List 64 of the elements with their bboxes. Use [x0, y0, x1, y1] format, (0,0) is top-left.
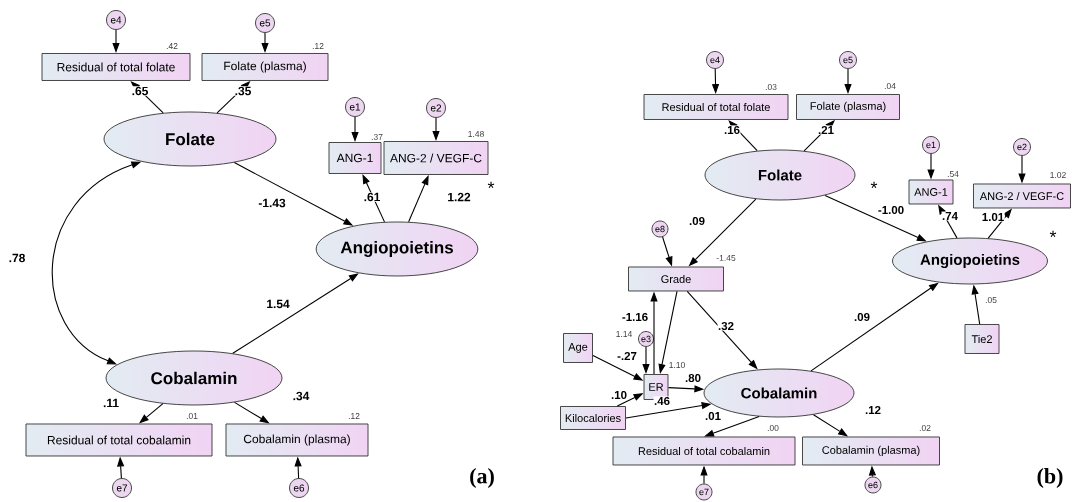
- path-coefficient: -1.00: [877, 205, 905, 215]
- path-coefficient: 1.54: [265, 299, 291, 309]
- estimate-value: -1.45: [716, 255, 736, 261]
- path-coefficient: .61: [363, 192, 381, 202]
- variable-box: ANG-2 / VEGF-C: [973, 183, 1071, 209]
- estimate-value: .37: [371, 134, 383, 140]
- path-coefficient: 1.22: [446, 192, 472, 202]
- estimate-value: 1.14: [616, 331, 633, 337]
- path-coefficient: -1.43: [257, 198, 287, 208]
- estimate-value: .05: [985, 297, 997, 303]
- arrow: [362, 174, 386, 223]
- variable-box: Residual of total folate: [643, 94, 789, 120]
- variable-box: Cobalamin (plasma): [225, 423, 369, 457]
- variable-box: ANG-2 / VEGF-C: [383, 141, 489, 175]
- path-coefficient: .46: [653, 396, 671, 406]
- variable-box: ANG-1: [908, 179, 954, 205]
- variable-box: Residual of total cobalamin: [612, 436, 796, 466]
- estimate-value: .42: [166, 43, 178, 49]
- panel-label: (a): [470, 468, 494, 488]
- arrow: [810, 282, 939, 372]
- path-coefficient: .35: [234, 86, 252, 96]
- path-coefficient: .16: [723, 125, 741, 135]
- variable-box: Folate (plasma): [201, 53, 329, 81]
- path-coefficient: .78: [8, 253, 26, 263]
- variable-box: Residual of total cobalamin: [25, 423, 213, 457]
- significance-asterisk: *: [1049, 230, 1057, 238]
- estimate-value: 1.48: [468, 131, 484, 137]
- panel-label: (b): [1037, 468, 1063, 488]
- path-coefficient: .65: [131, 86, 149, 96]
- path-coefficient: -1.16: [621, 312, 649, 322]
- variable-box: Cobalamin (plasma): [802, 436, 940, 466]
- path-coefficient: .11: [102, 398, 120, 408]
- estimate-value: .03: [765, 84, 777, 90]
- path-coefficient: .74: [941, 211, 959, 221]
- variable-box: Grade: [628, 266, 724, 292]
- path-coefficient: 1.01: [981, 212, 1005, 222]
- estimate-value: .12: [348, 413, 360, 419]
- path-coefficient: -.27: [616, 351, 638, 361]
- estimate-value: .12: [312, 43, 324, 49]
- path-coefficient: .34: [292, 391, 310, 401]
- variable-box: Residual of total folate: [41, 53, 191, 81]
- estimate-value: .00: [767, 425, 779, 431]
- variable-box: ANG-1: [328, 142, 382, 174]
- variable-box: Folate (plasma): [796, 94, 900, 120]
- estimate-value: .04: [884, 83, 896, 89]
- path-coefficient: .12: [864, 405, 882, 415]
- variable-box: Age: [563, 333, 593, 363]
- path-coefficient: .80: [684, 373, 702, 383]
- estimate-value: 1.02: [1050, 172, 1066, 178]
- path-coefficient: .21: [817, 125, 835, 135]
- estimate-value: .01: [186, 413, 198, 419]
- path-coefficient: .01: [704, 411, 722, 421]
- variable-box: Tie2: [964, 324, 1000, 354]
- estimate-value: .54: [947, 171, 959, 177]
- path-coefficient: .09: [688, 216, 706, 226]
- path-coefficient: .10: [610, 390, 628, 400]
- variable-box: Kilocalories: [560, 406, 626, 430]
- significance-asterisk: *: [870, 181, 878, 189]
- estimate-value: 1.10: [669, 362, 685, 368]
- arrow: [408, 175, 429, 223]
- path-coefficient: .09: [853, 312, 871, 322]
- significance-asterisk: *: [487, 181, 495, 189]
- estimate-value: .02: [919, 425, 931, 431]
- path-coefficient: .32: [717, 321, 735, 331]
